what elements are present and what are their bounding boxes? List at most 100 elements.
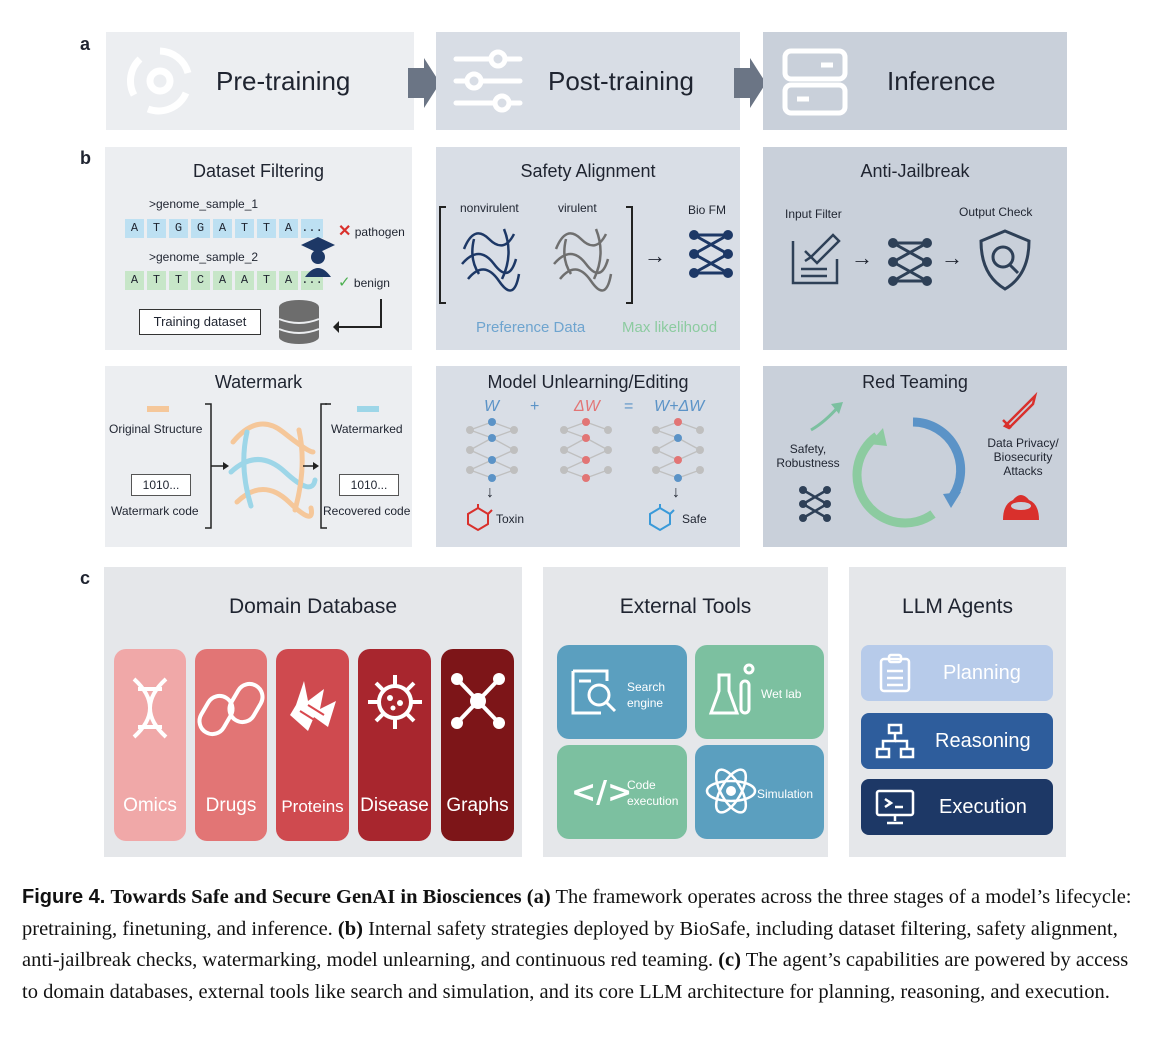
network-icon	[689, 230, 733, 278]
bracket-icon	[439, 206, 633, 304]
plus-label: +	[530, 398, 540, 415]
dataset-filtering-title: Dataset Filtering	[192, 161, 325, 181]
tool-card-search: Search engine	[557, 645, 687, 739]
toxin-molecule-icon	[467, 504, 493, 532]
sample2-name: >genome_sample_2	[149, 250, 259, 264]
benign-tag: ✓ benign	[338, 273, 390, 291]
base: A	[213, 271, 232, 290]
right-arrow-icon: →	[644, 243, 666, 268]
external-tools-box: External Tools Search engine Wet lab </>…	[543, 567, 828, 857]
db-label-disease: Disease	[360, 795, 429, 816]
w-label: W	[484, 398, 500, 415]
safe-label: Safe	[682, 512, 707, 526]
safety-alignment-title: Safety Alignment	[520, 161, 656, 181]
agent-execution: Execution	[861, 779, 1053, 835]
db-card-drugs: Drugs	[195, 649, 267, 841]
sample1-sequence: A T G G A T T A ...	[125, 219, 323, 238]
stage-posttraining: Post-training	[436, 32, 740, 130]
document-filter-icon	[791, 233, 841, 285]
base: G	[191, 219, 210, 238]
tool-card-code: </> Code execution	[557, 745, 687, 839]
anti-jailbreak-title: Anti-Jailbreak	[860, 161, 970, 181]
tool-label-code: Code execution	[627, 777, 678, 809]
agent-reasoning: Reasoning	[861, 713, 1053, 769]
tool-label-wetlab: Wet lab	[761, 687, 802, 701]
output-check-label: Output Check	[959, 205, 1033, 219]
cycle-arrows-icon	[852, 417, 966, 528]
recovered-code-box: 1010...	[339, 474, 399, 496]
protein-icon	[290, 681, 336, 731]
safety-label: Safety, Robustness	[773, 442, 843, 470]
watermark-title: Watermark	[214, 372, 303, 392]
agent-label-planning: Planning	[943, 661, 1021, 684]
sample2-sequence: A T T C A A T A ...	[125, 271, 323, 290]
sample1-name: >genome_sample_1	[149, 197, 259, 211]
caption-a-text: The framework operates across the three …	[22, 886, 1132, 940]
tool-label-search: Search engine	[627, 679, 665, 711]
unlearning-title: Model Unlearning/Editing	[487, 372, 689, 392]
return-arrow-icon	[333, 299, 382, 333]
arrow-icon	[734, 58, 766, 108]
pathogen-tag: ✕ pathogen	[338, 221, 405, 241]
base: T	[147, 219, 166, 238]
caption-c-text: The agent’s capabilities are powered by …	[22, 949, 1129, 1003]
domain-database-box: Domain Database Omics Drugs Proteins	[104, 567, 522, 857]
down-arrow-icon: ↓	[486, 484, 494, 501]
preference-data-label: Preference Data	[476, 319, 586, 336]
tool-label-simulation: Simulation	[757, 787, 814, 801]
base: A	[213, 219, 232, 238]
db-card-proteins: Proteins	[276, 649, 349, 841]
red-teaming-box: Red Teaming Safety, Robustness Data Priv…	[763, 366, 1067, 547]
safety-text: Safety,	[789, 442, 827, 456]
base: A	[125, 271, 144, 290]
protein-structure-icon	[461, 228, 521, 292]
caption-title: Towards Safe and Secure GenAI in Bioscie…	[110, 886, 522, 908]
tool-label-search-2: engine	[627, 696, 664, 710]
stage-inference: Inference	[763, 32, 1067, 130]
training-dataset-box: Training dataset	[139, 309, 261, 335]
db-label-drugs: Drugs	[205, 795, 257, 816]
virulent-label: virulent	[558, 201, 597, 215]
watermarked-protein-icon	[205, 403, 331, 529]
base: T	[257, 219, 276, 238]
protein-structure-icon	[553, 228, 613, 292]
base: G	[169, 219, 188, 238]
network-icon	[560, 418, 612, 482]
dw-label: ΔW	[574, 398, 600, 415]
tool-card-simulation: Simulation	[695, 745, 824, 839]
attacks-text-1: Data Privacy/	[987, 436, 1059, 450]
caption-b-tag: (b)	[337, 917, 363, 940]
caption-c-tag: (c)	[718, 949, 741, 971]
trend-arrow-icon	[810, 402, 843, 432]
tool-card-wetlab: Wet lab	[695, 645, 824, 739]
right-arrow-icon: →	[851, 245, 873, 270]
hacker-icon	[1003, 495, 1039, 520]
stage-label-posttraining: Post-training	[548, 65, 694, 96]
virus-icon	[368, 675, 422, 729]
bracket-icon	[320, 403, 327, 529]
right-arrow-icon: →	[941, 245, 963, 270]
watermark-box: Watermark Original Structure 1010... Wat…	[105, 366, 412, 547]
bio-fm-label: Bio FM	[688, 203, 727, 217]
agent-planning: Planning	[861, 645, 1053, 701]
network-icon	[652, 418, 704, 482]
shield-search-icon	[979, 229, 1031, 291]
original-structure-label: Original Structure	[109, 422, 203, 436]
figure-caption: Figure 4. Towards Safe and Secure GenAI …	[22, 882, 1137, 1008]
external-tools-title: External Tools	[619, 595, 752, 618]
base: T	[147, 271, 166, 290]
caption-a-tag: (a)	[526, 886, 551, 908]
base: T	[235, 219, 254, 238]
stage-label-pretraining: Pre-training	[216, 65, 351, 96]
panel-label-c: c	[80, 568, 91, 588]
dna-icon	[132, 677, 168, 739]
graph-icon	[451, 673, 505, 729]
cross-icon: ✕	[338, 223, 352, 240]
code-icon: </>	[571, 775, 633, 810]
panel-label-b: b	[80, 148, 91, 168]
stage-pretraining: Pre-training	[106, 32, 414, 130]
tool-label-code-2: execution	[627, 794, 679, 808]
toxin-label: Toxin	[496, 512, 525, 526]
nonvirulent-label: nonvirulent	[460, 201, 519, 215]
network-icon	[466, 418, 518, 482]
